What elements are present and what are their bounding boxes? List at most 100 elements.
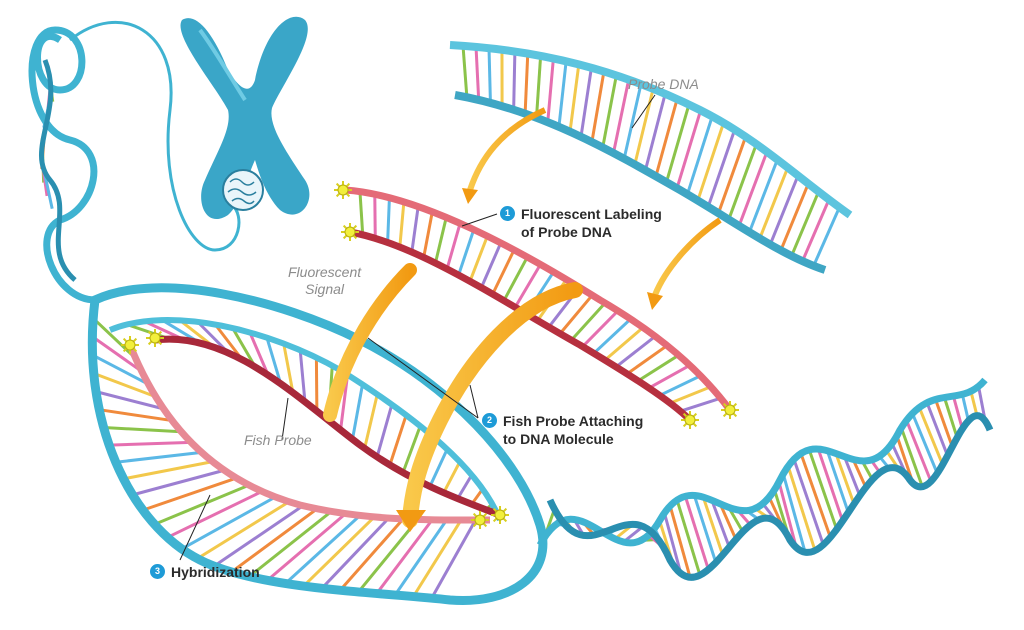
main-dna-strand-top [87, 283, 548, 606]
base-pair [512, 51, 517, 110]
coiled-dna-strand-2 [39, 59, 77, 282]
base-pair [103, 426, 182, 434]
base-pair [433, 217, 448, 264]
base-pair [969, 390, 979, 417]
leader-labeling [461, 213, 498, 227]
signal-star-icon [721, 401, 739, 419]
base-pair [925, 402, 949, 457]
base-pair [664, 104, 691, 183]
base-pair [851, 458, 868, 488]
base-pair [457, 229, 476, 276]
base-pair [284, 514, 361, 585]
base-pair [779, 183, 810, 251]
fish-probe-label: Fish Probe [244, 432, 312, 448]
base-pair [701, 496, 725, 556]
base-pair [428, 448, 449, 488]
signal-star-icon [341, 223, 359, 241]
base-pair [487, 48, 492, 103]
base-pair [592, 317, 632, 355]
step-2-line1: Fish Probe Attaching [503, 413, 644, 429]
base-pair [710, 499, 731, 548]
signal-star-icon [334, 181, 352, 199]
base-pair [265, 337, 283, 385]
base-pair [401, 425, 422, 474]
base-pair [430, 519, 477, 599]
base-pair [351, 384, 364, 440]
base-pair [747, 159, 779, 233]
signal-star-icon [121, 336, 139, 354]
base-pair [960, 393, 970, 422]
step-2-badge: 2 [482, 413, 497, 428]
base-pair [801, 199, 831, 262]
fluorescent-signal-label-line2: Signal [305, 281, 345, 297]
base-pair [357, 518, 419, 593]
base-pair [363, 393, 379, 449]
base-pair [282, 343, 295, 393]
base-pair [196, 500, 290, 560]
arrow-attach-1 [323, 263, 417, 422]
base-pair [679, 396, 722, 413]
base-pair [339, 374, 350, 431]
base-pair [737, 151, 769, 227]
base-pair [557, 61, 568, 127]
step-1-line2: of Probe DNA [521, 224, 612, 240]
base-pair [502, 256, 529, 302]
base-pair [905, 419, 933, 482]
base-pair [358, 191, 365, 235]
base-pair [115, 450, 202, 464]
base-pair [717, 136, 748, 214]
base-pair [99, 408, 173, 423]
base-pair [558, 294, 594, 335]
base-pair [534, 55, 543, 118]
probe-dna-strand-bottom [454, 91, 827, 274]
base-pair [648, 363, 691, 390]
base-pair [375, 404, 394, 458]
base-pair [637, 353, 680, 383]
base-pair [781, 473, 807, 553]
base-pair [758, 167, 790, 240]
base-pair [683, 495, 710, 570]
base-pair [546, 58, 555, 123]
base-pair [799, 452, 832, 538]
base-pair [917, 406, 945, 466]
base-pair [166, 490, 263, 539]
step-3-line1: Hybridization [171, 564, 260, 580]
base-pair [942, 397, 959, 439]
base-pair [807, 449, 839, 530]
base-pair [468, 235, 489, 282]
base-pair [491, 249, 516, 295]
base-pair [456, 474, 474, 500]
leader-fish-probe [281, 397, 289, 441]
signal-star-icon [491, 506, 509, 524]
base-pair [91, 335, 143, 373]
base-pair [768, 175, 800, 246]
base-pair [615, 335, 657, 369]
probe-dna-label: Probe DNA [628, 76, 699, 92]
base-pair [696, 122, 725, 202]
base-pair [180, 495, 277, 551]
base-pair [662, 512, 683, 574]
base-pair [579, 67, 593, 138]
labeled-probe-strand-light [344, 186, 733, 413]
base-pair [92, 317, 137, 360]
chromosome-icon [180, 16, 310, 220]
base-pair [843, 456, 862, 497]
base-pair [213, 504, 304, 568]
base-pair [320, 517, 390, 590]
labeled-probe-strand-dark [349, 228, 693, 423]
base-pair [123, 460, 213, 481]
base-pair [934, 398, 954, 448]
base-pair [668, 505, 692, 578]
step-3-badge: 3 [150, 564, 165, 579]
base-pair [375, 518, 434, 595]
base-pair [626, 344, 668, 376]
base-pair [339, 517, 405, 592]
base-pair [523, 53, 530, 114]
leader-attach-1 [367, 337, 479, 419]
signal-star-icon [146, 329, 164, 347]
base-pair [727, 143, 758, 221]
base-pair [474, 46, 481, 100]
base-pair [590, 71, 606, 143]
